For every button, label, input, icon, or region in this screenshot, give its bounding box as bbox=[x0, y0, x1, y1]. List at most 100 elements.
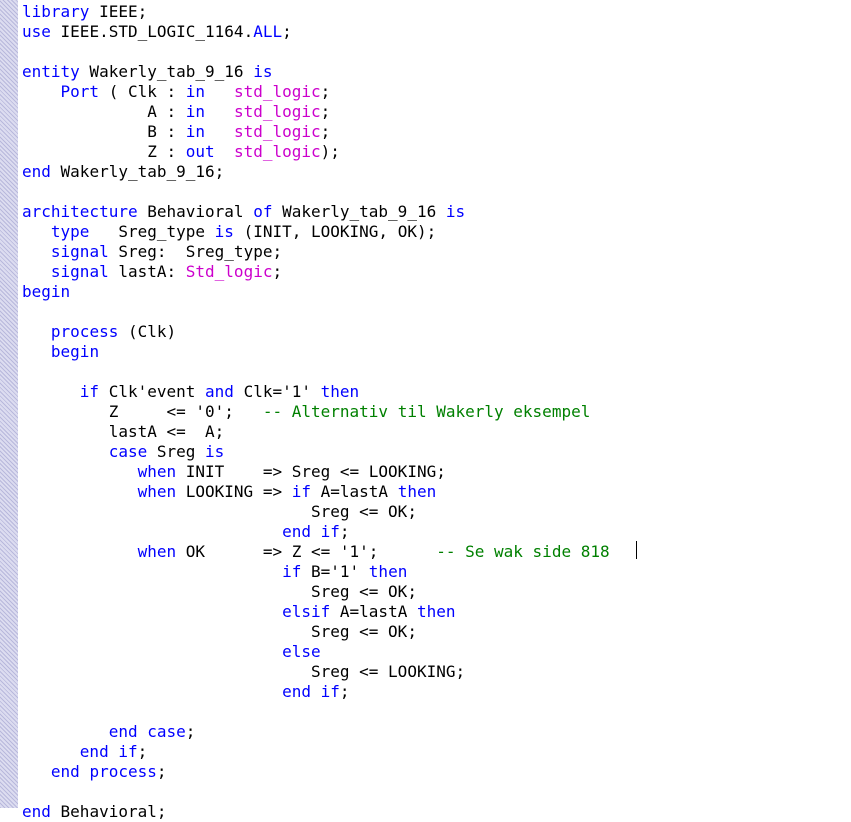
code-text: ; bbox=[137, 742, 148, 761]
code-text: (Clk) bbox=[118, 322, 177, 341]
code-line[interactable]: Port ( Clk : in std_logic; bbox=[22, 82, 851, 102]
code-text bbox=[205, 82, 234, 101]
keyword-token: out bbox=[185, 142, 215, 161]
code-text: Behavioral; bbox=[50, 802, 167, 821]
keyword-token: of bbox=[253, 202, 273, 221]
code-line[interactable]: when LOOKING => if A=lastA then bbox=[22, 482, 851, 502]
code-text bbox=[22, 722, 109, 741]
code-text: ; bbox=[339, 522, 350, 541]
code-line[interactable]: begin bbox=[22, 282, 851, 302]
code-text: Sreg bbox=[147, 442, 206, 461]
code-text bbox=[22, 262, 51, 281]
code-line[interactable]: begin bbox=[22, 342, 851, 362]
code-line[interactable]: library IEEE; bbox=[22, 2, 851, 22]
code-text: ; bbox=[320, 82, 331, 101]
code-line[interactable]: end if; bbox=[22, 682, 851, 702]
comment-token: -- Alternativ til Wakerly eksempel bbox=[262, 402, 591, 421]
code-line[interactable]: type Sreg_type is (INIT, LOOKING, OK); bbox=[22, 222, 851, 242]
code-line[interactable]: use IEEE.STD_LOGIC_1164.ALL; bbox=[22, 22, 851, 42]
keyword-token: ALL bbox=[253, 22, 283, 41]
code-line[interactable]: end if; bbox=[22, 742, 851, 762]
code-text: Wakerly_tab_9_16 bbox=[79, 62, 254, 81]
comment-token: -- Se wak side 818 bbox=[436, 542, 610, 561]
code-text bbox=[22, 242, 51, 261]
code-line[interactable]: Sreg <= OK; bbox=[22, 582, 851, 602]
code-line[interactable] bbox=[22, 362, 851, 382]
code-text: A : bbox=[22, 102, 186, 121]
code-text: Sreg <= OK; bbox=[22, 622, 417, 641]
code-text: ; bbox=[339, 682, 350, 701]
code-line[interactable]: else bbox=[22, 642, 851, 662]
code-text: Wakerly_tab_9_16; bbox=[50, 162, 225, 181]
code-line[interactable]: if Clk'event and Clk='1' then bbox=[22, 382, 851, 402]
keyword-token: end bbox=[22, 162, 51, 181]
code-text bbox=[22, 442, 109, 461]
code-text: Wakerly_tab_9_16 bbox=[272, 202, 446, 221]
code-line[interactable]: end Behavioral; bbox=[22, 802, 851, 822]
code-line[interactable]: B : in std_logic; bbox=[22, 122, 851, 142]
code-line[interactable]: Sreg <= OK; bbox=[22, 622, 851, 642]
keyword-token: signal bbox=[50, 262, 109, 281]
keyword-token: end bbox=[22, 802, 51, 821]
code-line[interactable]: entity Wakerly_tab_9_16 is bbox=[22, 62, 851, 82]
code-line[interactable]: end Wakerly_tab_9_16; bbox=[22, 162, 851, 182]
keyword-token: is bbox=[445, 202, 466, 221]
code-line[interactable] bbox=[22, 182, 851, 202]
code-line[interactable]: architecture Behavioral of Wakerly_tab_9… bbox=[22, 202, 851, 222]
code-line[interactable] bbox=[22, 702, 851, 722]
code-text bbox=[22, 82, 61, 101]
keyword-token: is bbox=[214, 222, 234, 241]
code-line[interactable]: A : in std_logic; bbox=[22, 102, 851, 122]
code-line[interactable]: signal Sreg: Sreg_type; bbox=[22, 242, 851, 262]
code-line[interactable]: Z : out std_logic); bbox=[22, 142, 851, 162]
code-text: ; bbox=[282, 22, 292, 41]
keyword-token: when bbox=[137, 542, 177, 561]
type-token: Std_logic bbox=[185, 262, 273, 281]
code-line[interactable]: if B='1' then bbox=[22, 562, 851, 582]
code-line[interactable]: case Sreg is bbox=[22, 442, 851, 462]
code-line[interactable]: when OK => Z <= '1'; -- Se wak side 818 bbox=[22, 542, 851, 562]
code-line[interactable]: signal lastA: Std_logic; bbox=[22, 262, 851, 282]
code-line[interactable]: process (Clk) bbox=[22, 322, 851, 342]
keyword-token: elsif bbox=[282, 602, 331, 621]
code-line[interactable]: lastA <= A; bbox=[22, 422, 851, 442]
keyword-token: then bbox=[416, 602, 456, 621]
keyword-token: in bbox=[185, 82, 206, 101]
code-line[interactable]: when INIT => Sreg <= LOOKING; bbox=[22, 462, 851, 482]
keyword-token: when bbox=[137, 462, 177, 481]
keyword-token: and bbox=[205, 382, 234, 401]
code-line[interactable] bbox=[22, 782, 851, 802]
code-text: Behavioral bbox=[137, 202, 254, 221]
code-text bbox=[22, 382, 80, 401]
code-text: Clk='1' bbox=[233, 382, 321, 401]
code-line[interactable]: Z <= '0'; -- Alternativ til Wakerly ekse… bbox=[22, 402, 851, 422]
keyword-token: end if bbox=[79, 742, 138, 761]
keyword-token: Port bbox=[60, 82, 100, 101]
code-text bbox=[22, 342, 51, 361]
code-text bbox=[22, 642, 282, 661]
code-line[interactable] bbox=[22, 302, 851, 322]
code-line[interactable]: end process; bbox=[22, 762, 851, 782]
text-cursor bbox=[636, 541, 637, 559]
code-line[interactable]: elsif A=lastA then bbox=[22, 602, 851, 622]
code-line[interactable] bbox=[22, 42, 851, 62]
code-line[interactable]: end case; bbox=[22, 722, 851, 742]
code-text: Z <= '0'; bbox=[22, 402, 263, 421]
code-text bbox=[22, 762, 51, 781]
code-text: ); bbox=[320, 142, 340, 161]
code-text: OK => Z <= '1'; bbox=[176, 542, 437, 561]
keyword-token: entity bbox=[22, 62, 80, 81]
code-text bbox=[22, 542, 138, 561]
keyword-token: case bbox=[108, 442, 148, 461]
keyword-token: then bbox=[320, 382, 360, 401]
code-line[interactable]: Sreg <= OK; bbox=[22, 502, 851, 522]
code-editor[interactable]: library IEEE;use IEEE.STD_LOGIC_1164.ALL… bbox=[22, 2, 851, 821]
code-text: ; bbox=[272, 262, 283, 281]
code-text bbox=[22, 462, 138, 481]
keyword-token: end if bbox=[282, 522, 340, 541]
code-text: Z : bbox=[22, 142, 186, 161]
code-line[interactable]: Sreg <= LOOKING; bbox=[22, 662, 851, 682]
code-line[interactable]: end if; bbox=[22, 522, 851, 542]
code-text bbox=[22, 742, 80, 761]
code-text: IEEE.STD_LOGIC_1164. bbox=[50, 22, 254, 41]
